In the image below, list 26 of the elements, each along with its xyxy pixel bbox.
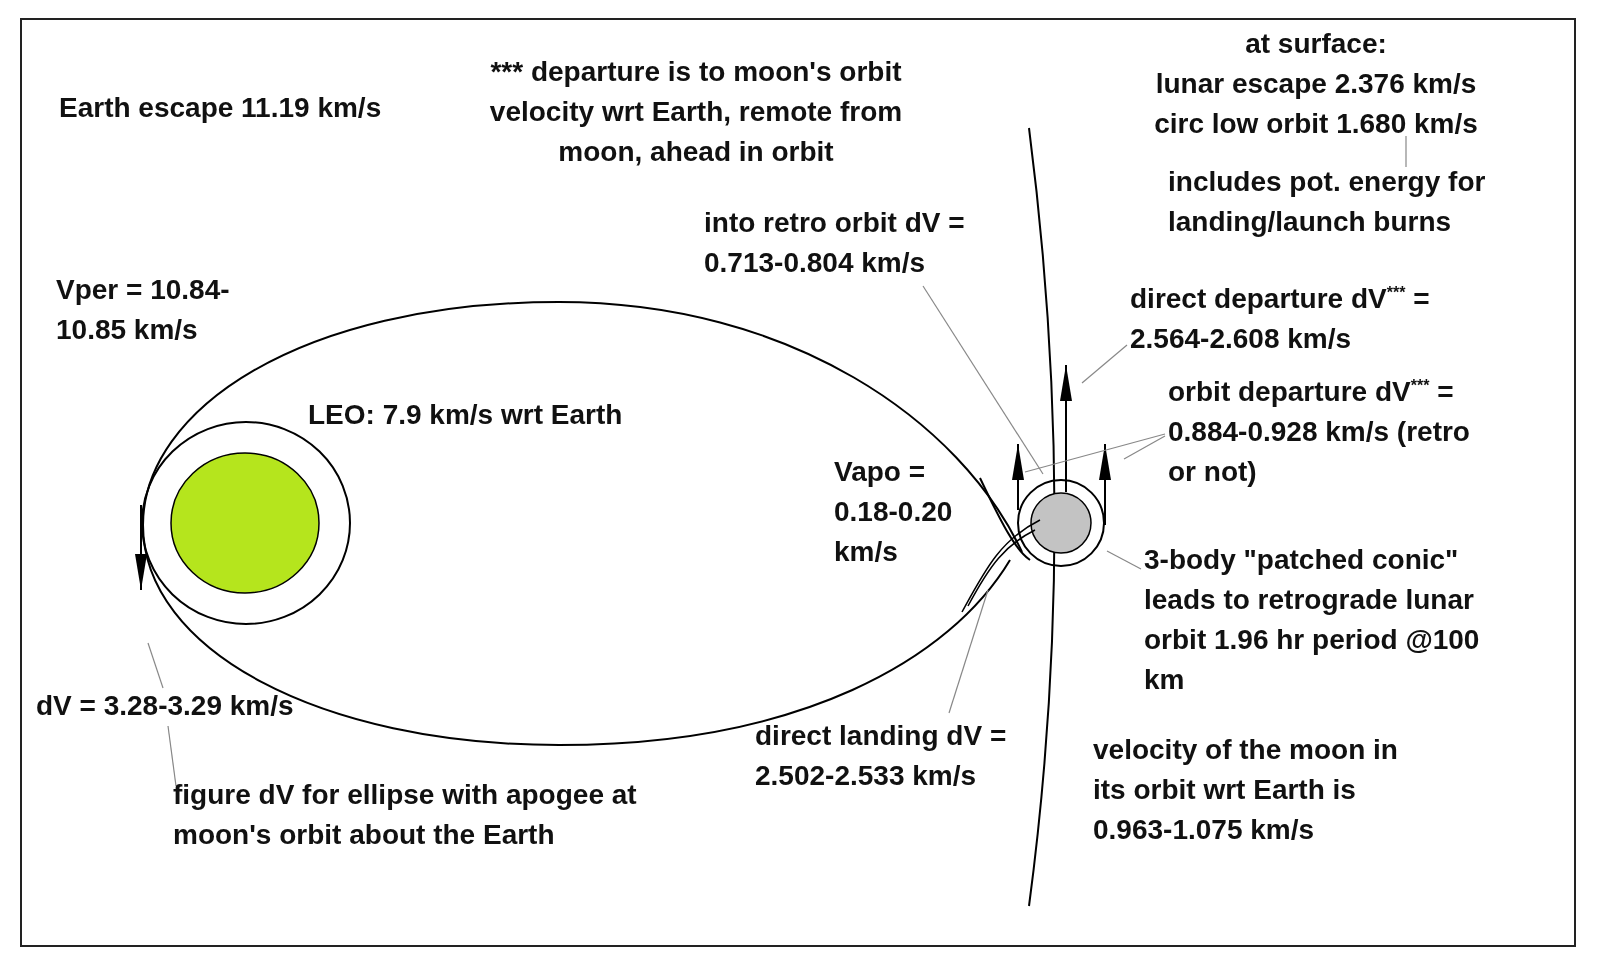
annotation-text: orbit departure dV$^{***}$ = 0.884-0.928 km/s (retro or not)	[1168, 375, 1471, 489]
note-text: figure dV for ellipse with apogee at moon's orbit about the Earth	[173, 778, 638, 852]
leader-line	[1081, 344, 1128, 384]
annotation-text: Vapo = 0.18-0.20 km/s	[834, 455, 954, 569]
note-text: at surface:	[1244, 27, 1388, 61]
leader-line	[167, 725, 177, 787]
note-text: lunar escape 2.376 km/s	[1154, 67, 1478, 101]
note-text: includes pot. energy for landing/launch burns	[1168, 165, 1487, 239]
leader-line	[922, 285, 1044, 475]
annotation-text: LEO: 7.9 km/s wrt Earth	[308, 398, 624, 432]
annotation-text: dV = 3.28-3.29 km/s	[36, 689, 295, 723]
leader-line	[948, 589, 989, 714]
annotation-text: velocity of the moon in its orbit wrt Earth is 0.963-1.075 km/s	[1093, 733, 1399, 847]
leader-line	[1024, 433, 1166, 473]
leader-line	[147, 642, 164, 689]
leader-line	[1123, 435, 1166, 460]
annotation-text: Vper = 10.84-10.85 km/s	[56, 273, 231, 347]
annotation-text: Earth escape 11.19 km/s	[59, 91, 383, 125]
annotation-text: into retro orbit dV = 0.713-0.804 km/s	[704, 206, 966, 280]
leader-line	[1405, 135, 1407, 168]
annotation-text: direct landing dV = 2.502-2.533 km/s	[755, 719, 1008, 793]
annotation-text: 3-body "patched conic" leads to retrograde lunar orbit 1.96 hr period @100 km	[1144, 543, 1481, 697]
annotation-text: direct departure dV$^{***}$ = 2.564-2.608 km/s	[1130, 282, 1431, 356]
leader-line	[1106, 550, 1142, 570]
annotation-text: *** departure is to moon's orbit velocity wrt Earth, remote from moon, ahead in orbit	[488, 55, 904, 169]
note-text: circ low orbit 1.680 km/s	[1153, 107, 1479, 141]
